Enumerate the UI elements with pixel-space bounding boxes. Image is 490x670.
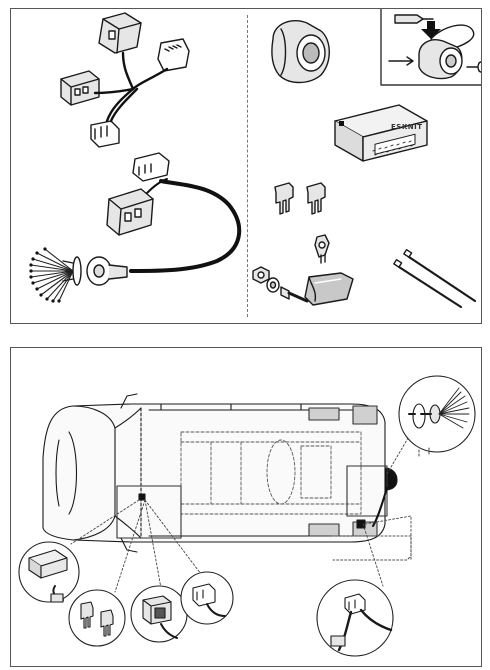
kit-contents-panel: ESKNIT: [10, 8, 482, 324]
kit-panel-divider: [247, 15, 248, 317]
module-brand-logo: ESKNIT: [391, 123, 423, 131]
earth-terminal: [314, 234, 330, 264]
socket-detail-callout: [398, 375, 476, 453]
socket-mounting-detail: [380, 9, 481, 86]
foam-pad: [304, 272, 354, 306]
kit-contents-drawing: [29, 9, 481, 309]
rear-wiring-detail-callout: [316, 579, 394, 657]
fuse-detail-callout: [68, 589, 126, 647]
cable-ties: [393, 248, 477, 309]
installation-layout-drawing: [18, 375, 476, 657]
socket-housing: [271, 20, 330, 84]
fuses: [274, 182, 326, 215]
installation-layout-panel: [10, 347, 482, 667]
connector-detail-callout: [180, 571, 234, 625]
callout-tags: [332, 447, 430, 561]
van-top-view: [42, 393, 398, 553]
plug-detail-callout: [130, 585, 188, 643]
module-detail-callout: [18, 541, 80, 603]
bolt-set: [252, 266, 309, 303]
vehicle-connector-plugs: [60, 12, 190, 148]
trailer-socket-cable: [29, 152, 242, 303]
control-module: [334, 104, 428, 162]
